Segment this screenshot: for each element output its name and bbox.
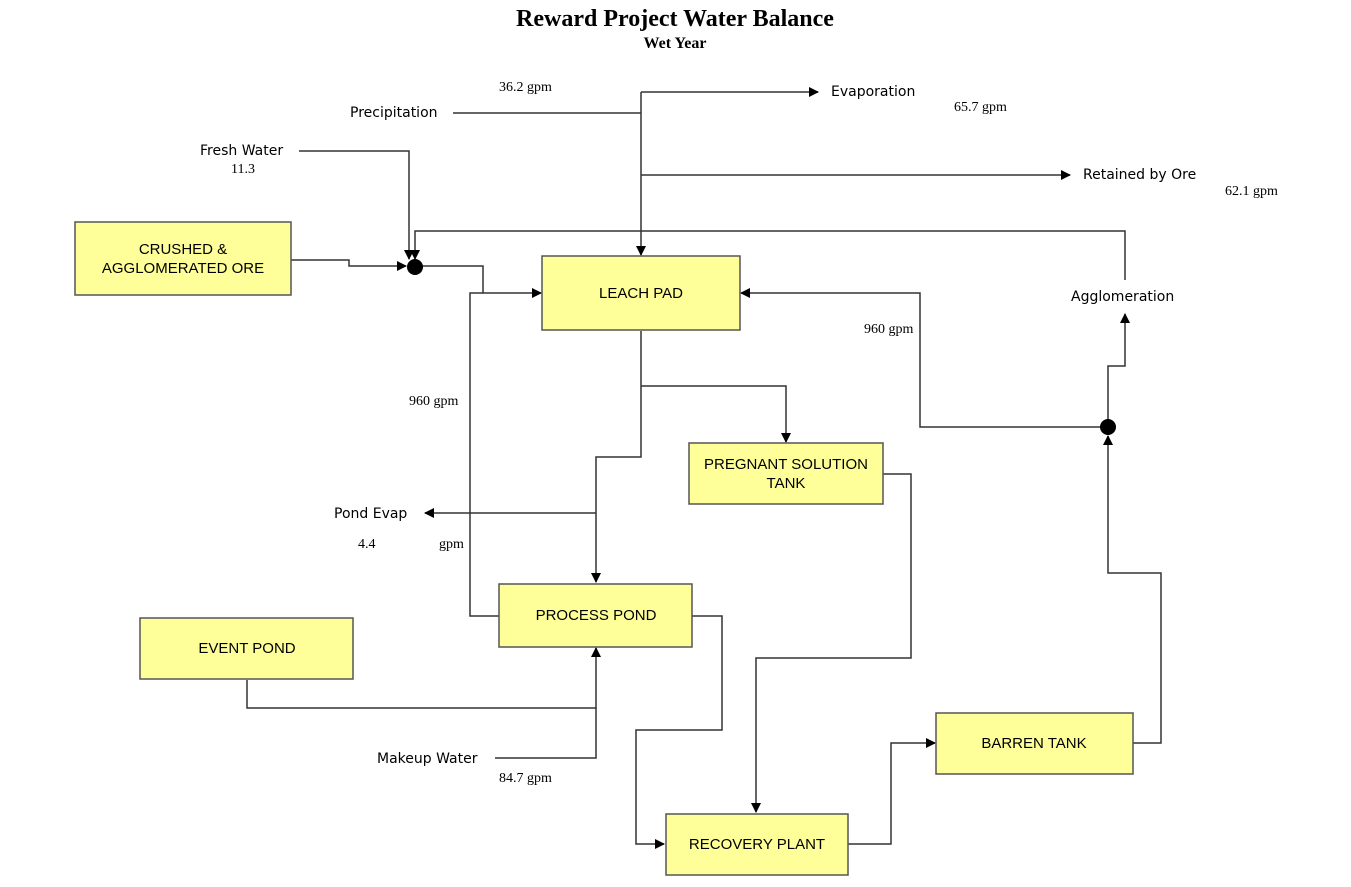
value-pond-to-leach-pad: 960 gpm: [409, 394, 459, 409]
flow-junction-to-agglomeration: [1107, 313, 1130, 427]
box-label: BARREN TANK: [981, 735, 1086, 752]
label-fresh-water: Fresh Water: [200, 143, 283, 159]
flow-process-pond-to-recovery: [635, 615, 723, 849]
diagram-title: Reward Project Water Balance: [516, 6, 834, 32]
label-precipitation: Precipitation: [350, 105, 438, 121]
box-process-pond[interactable]: PROCESS POND: [498, 583, 693, 648]
label-agglomeration: Agglomeration: [1071, 289, 1174, 305]
diagram-subtitle: Wet Year: [644, 35, 707, 52]
flow-ore-to-junction: [291, 259, 407, 271]
label-retained-by-ore: Retained by Ore: [1083, 167, 1196, 183]
flow-barren-to-junction: [1103, 435, 1162, 744]
unit-pond-evap: gpm: [439, 537, 464, 552]
flow-makeup-water: [495, 708, 597, 759]
flow-pond-to-leach-pad: [469, 292, 499, 617]
box-label: RECOVERY PLANT: [689, 836, 825, 853]
flow-event-pond-to-process-pond: [246, 647, 601, 709]
value-retained-by-ore: 62.1 gpm: [1225, 184, 1278, 199]
flow-leach-to-process-pond: [591, 331, 642, 583]
box-leach-pad[interactable]: LEACH PAD: [541, 255, 741, 331]
value-evaporation: 65.7 gpm: [954, 100, 1007, 115]
value-makeup-water: 84.7 gpm: [499, 771, 552, 786]
box-label: AGGLOMERATED ORE: [102, 260, 264, 277]
box-crushed-ore[interactable]: CRUSHED & AGGLOMERATED ORE: [74, 221, 292, 296]
label-makeup-water: Makeup Water: [377, 751, 478, 767]
value-junction-to-leach-pad: 960 gpm: [864, 322, 914, 337]
flow-junction-to-leach-pad: [415, 265, 542, 298]
box-barren-tank[interactable]: BARREN TANK: [935, 712, 1134, 775]
junction-node-right: [1100, 419, 1116, 435]
junction-node-left: [407, 259, 423, 275]
value-precipitation: 36.2 gpm: [499, 80, 552, 95]
box-label: PROCESS POND: [536, 607, 657, 624]
box-label: PREGNANT SOLUTION: [704, 456, 868, 473]
label-evaporation: Evaporation: [831, 84, 915, 100]
flow-leach-to-pregnant-tank: [641, 385, 791, 443]
label-pond-evap: Pond Evap: [334, 506, 407, 522]
flow-pregnant-to-recovery: [751, 473, 912, 813]
flow-agglomeration-return: [410, 230, 1126, 280]
box-label: TANK: [767, 475, 806, 492]
box-pregnant-solution-tank[interactable]: PREGNANT SOLUTION TANK: [688, 442, 884, 505]
flow-junction-to-leach-pad-right: [740, 288, 1108, 428]
value-pond-evap: 4.4: [358, 537, 376, 552]
box-event-pond[interactable]: EVENT POND: [139, 617, 354, 680]
box-label: CRUSHED &: [139, 241, 227, 258]
flow-fresh-water: [299, 150, 414, 260]
box-recovery-plant[interactable]: RECOVERY PLANT: [665, 813, 849, 876]
flow-recovery-to-barren: [848, 738, 936, 845]
value-fresh-water: 11.3: [231, 162, 255, 177]
box-label: EVENT POND: [198, 640, 295, 657]
box-label: LEACH PAD: [599, 285, 683, 302]
